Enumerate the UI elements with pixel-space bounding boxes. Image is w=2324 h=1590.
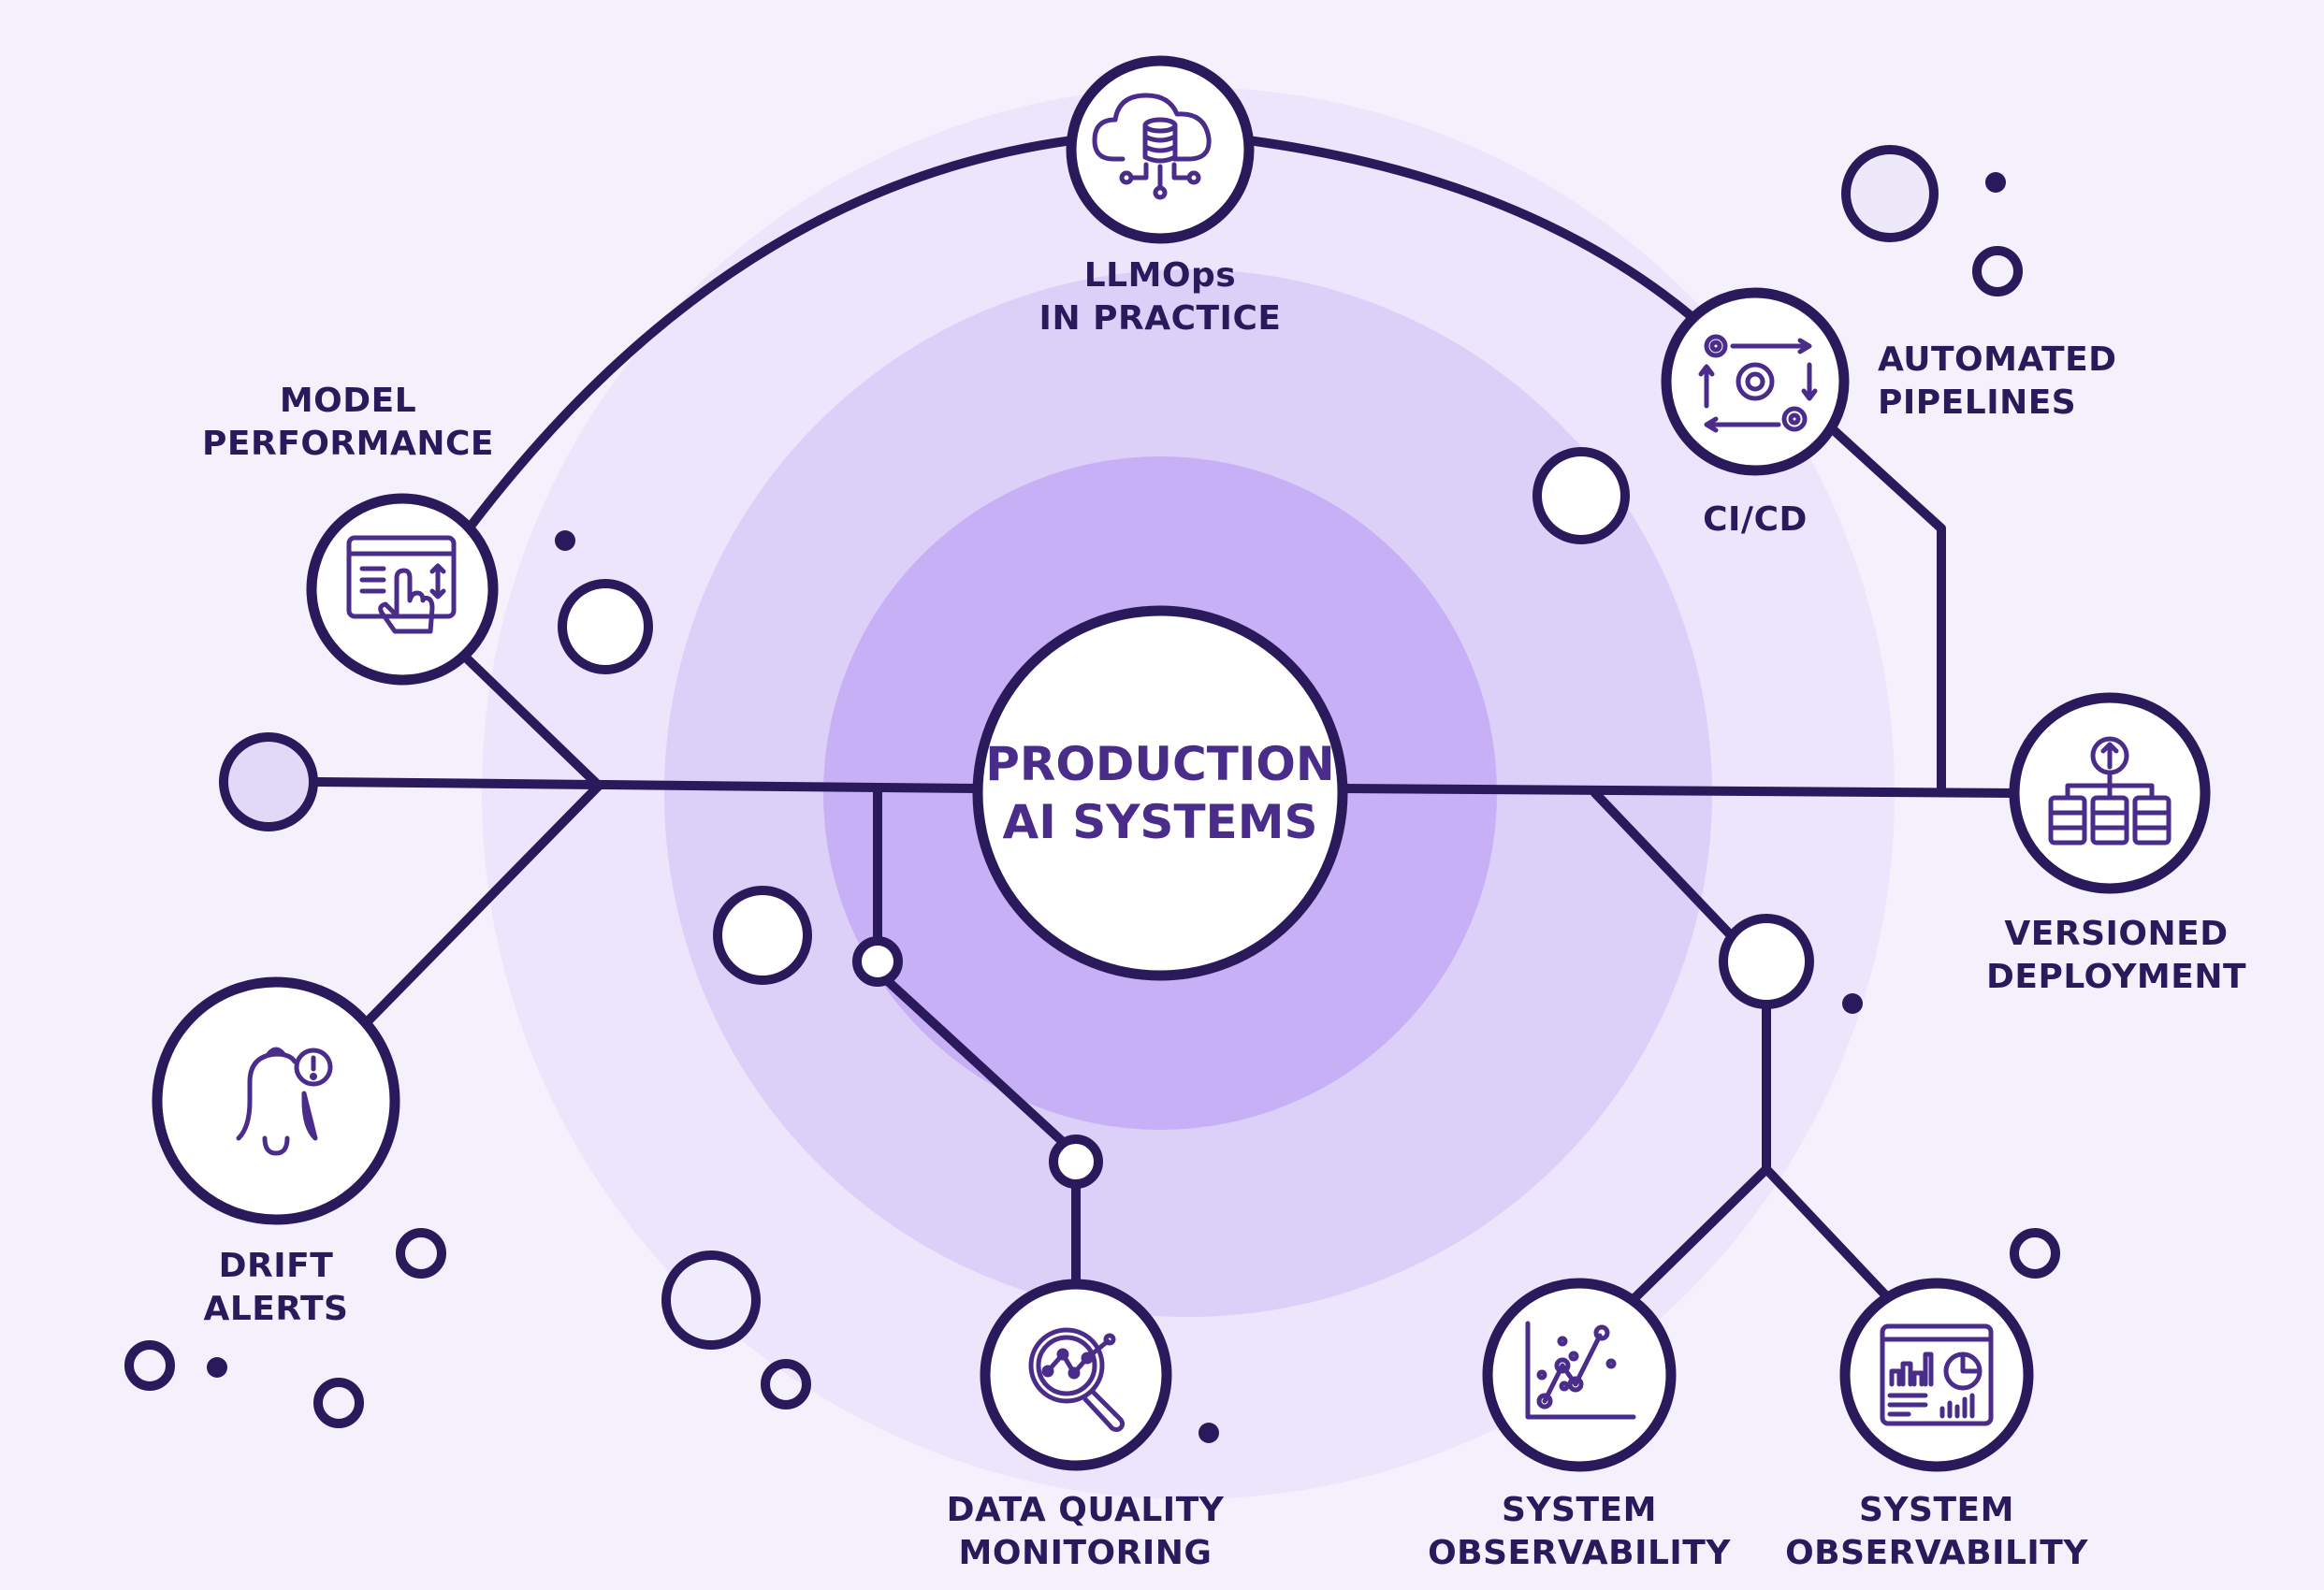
decor-circle [761, 1359, 811, 1409]
decor-circle [713, 886, 812, 985]
label-line: DATA QUALITY [946, 1491, 1225, 1529]
decor-circle [2010, 1228, 2060, 1279]
label-line: DRIFT [218, 1247, 334, 1285]
node-system-observability-2[interactable] [1839, 1278, 2034, 1472]
label-versioned-deployment: VERSIONED DEPLOYMENT [1986, 913, 2246, 999]
node-cicd[interactable] [1661, 287, 1850, 476]
label-cicd: CI/CD [1703, 499, 1808, 542]
decor-circle [1532, 447, 1630, 544]
node-model-performance[interactable] [306, 493, 499, 686]
connector-drift [365, 781, 603, 1024]
junction-node [1719, 914, 1814, 1009]
decor-circle [1972, 246, 2023, 296]
hub-title: PRODUCTION AI SYSTEMS [985, 735, 1335, 851]
label-line: SYSTEM [1502, 1491, 1657, 1529]
connector-arc-right [1243, 136, 1698, 323]
hub-title-line1: PRODUCTION [985, 737, 1335, 791]
label-line: AUTOMATED [1878, 340, 2117, 379]
dashboard-icon [1880, 1323, 1994, 1426]
label-line: IN PRACTICE [1039, 299, 1282, 338]
connector-main-right [1338, 784, 2021, 798]
label-line: CI/CD [1703, 500, 1808, 539]
label-system-observability-1: SYSTEM OBSERVABILITY [1428, 1489, 1731, 1575]
browser-touch-icon [346, 535, 457, 634]
decor-circle [313, 1378, 364, 1428]
junction-node [1049, 1135, 1103, 1189]
label-line: PIPELINES [1878, 383, 2077, 422]
label-line: DEPLOYMENT [1985, 958, 2247, 996]
junction-node [852, 936, 903, 987]
label-line: MODEL [279, 382, 417, 420]
connector-model-perf [463, 655, 603, 790]
label-drift-alerts: DRIFT ALERTS [204, 1245, 349, 1331]
connector-main-left [313, 777, 982, 793]
label-line: OBSERVABILITY [1785, 1534, 2088, 1572]
cloud-database-icon [1092, 93, 1212, 200]
label-line: OBSERVABILITY [1428, 1534, 1731, 1572]
scatter-chart-icon [1525, 1321, 1636, 1420]
hub-title-line2: AI SYSTEMS [1002, 795, 1318, 849]
label-model-performance: MODEL PERFORMANCE [202, 380, 494, 466]
label-line: PERFORMANCE [202, 425, 494, 463]
label-line: MONITORING [958, 1534, 1213, 1572]
label-system-observability-2: SYSTEM OBSERVABILITY [1785, 1489, 2088, 1575]
bell-alert-icon [236, 1047, 333, 1156]
decor-dot [1985, 172, 2006, 193]
decor-dot [1198, 1423, 1219, 1443]
terminal-node-left [219, 732, 318, 831]
hub-circle[interactable] [972, 605, 1348, 981]
decor-circle [396, 1228, 446, 1279]
decor-dot [555, 530, 575, 551]
connector-arc-left [468, 136, 1077, 528]
label-llmops: LLMOps IN PRACTICE [1039, 254, 1282, 340]
label-line: VERSIONED [2004, 915, 2229, 953]
label-line: ALERTS [203, 1290, 349, 1328]
decor-circle [661, 1250, 761, 1350]
label-line: SYSTEM [1859, 1491, 2014, 1529]
label-data-quality: DATA QUALITY MONITORING [947, 1489, 1225, 1575]
connector-data-quality [873, 784, 1081, 1291]
magnifier-chart-icon [1028, 1327, 1126, 1432]
decor-dot [1842, 993, 1863, 1014]
connector-obs-branch [1590, 788, 1899, 1309]
node-drift-alerts[interactable] [152, 976, 400, 1225]
decor-dot [207, 1357, 227, 1378]
decor-circle [1841, 145, 1939, 242]
decor-circle [558, 579, 653, 674]
decor-circle [124, 1340, 175, 1391]
label-line: LLMOps [1083, 256, 1237, 295]
gear-pipeline-icon [1698, 334, 1818, 433]
server-deploy-icon [2048, 736, 2171, 846]
connector-cicd-down [1829, 426, 1946, 793]
label-automated-pipelines: AUTOMATED PIPELINES [1878, 339, 2117, 425]
